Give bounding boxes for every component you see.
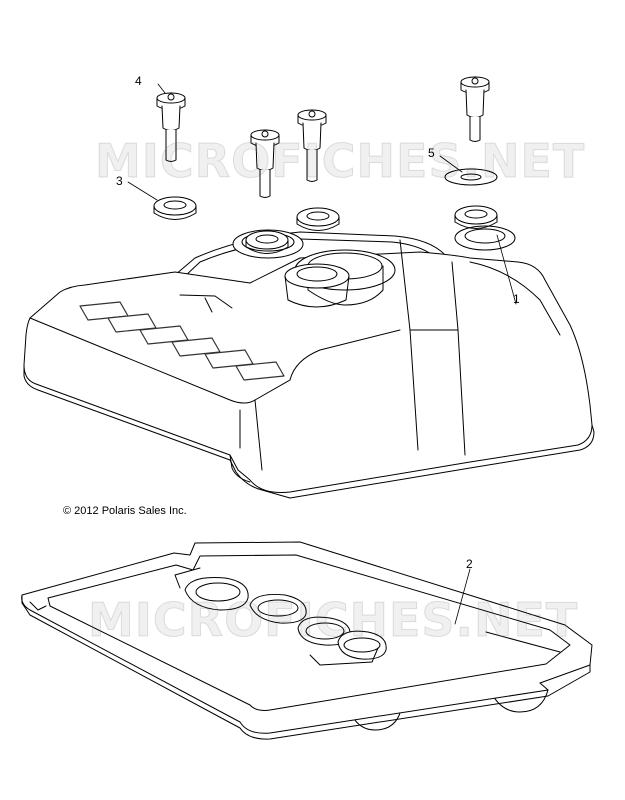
shoulder-bolt	[250, 129, 280, 198]
watermark: MICROFICHES.NET	[87, 593, 579, 648]
grommet	[245, 230, 289, 254]
grommet	[153, 196, 197, 220]
callout-5: 5	[428, 146, 435, 160]
cover-lettering	[79, 301, 285, 381]
grommet	[454, 205, 498, 229]
watermark: MICROFICHES.NET	[94, 134, 586, 189]
callout-1: 1	[513, 292, 520, 306]
valve-cover	[23, 225, 595, 499]
callout-2: 2	[466, 557, 473, 571]
leader-lines	[127, 83, 517, 625]
shoulder-bolt	[297, 109, 327, 182]
valve-cover-gasket	[21, 541, 593, 740]
copyright-notice: © 2012 Polaris Sales Inc.	[63, 505, 187, 517]
callout-4: 4	[135, 74, 142, 88]
shoulder-bolt	[156, 92, 186, 162]
callout-3: 3	[116, 174, 123, 188]
washer	[444, 168, 498, 186]
shoulder-bolt	[460, 76, 490, 142]
grommet	[296, 207, 340, 231]
